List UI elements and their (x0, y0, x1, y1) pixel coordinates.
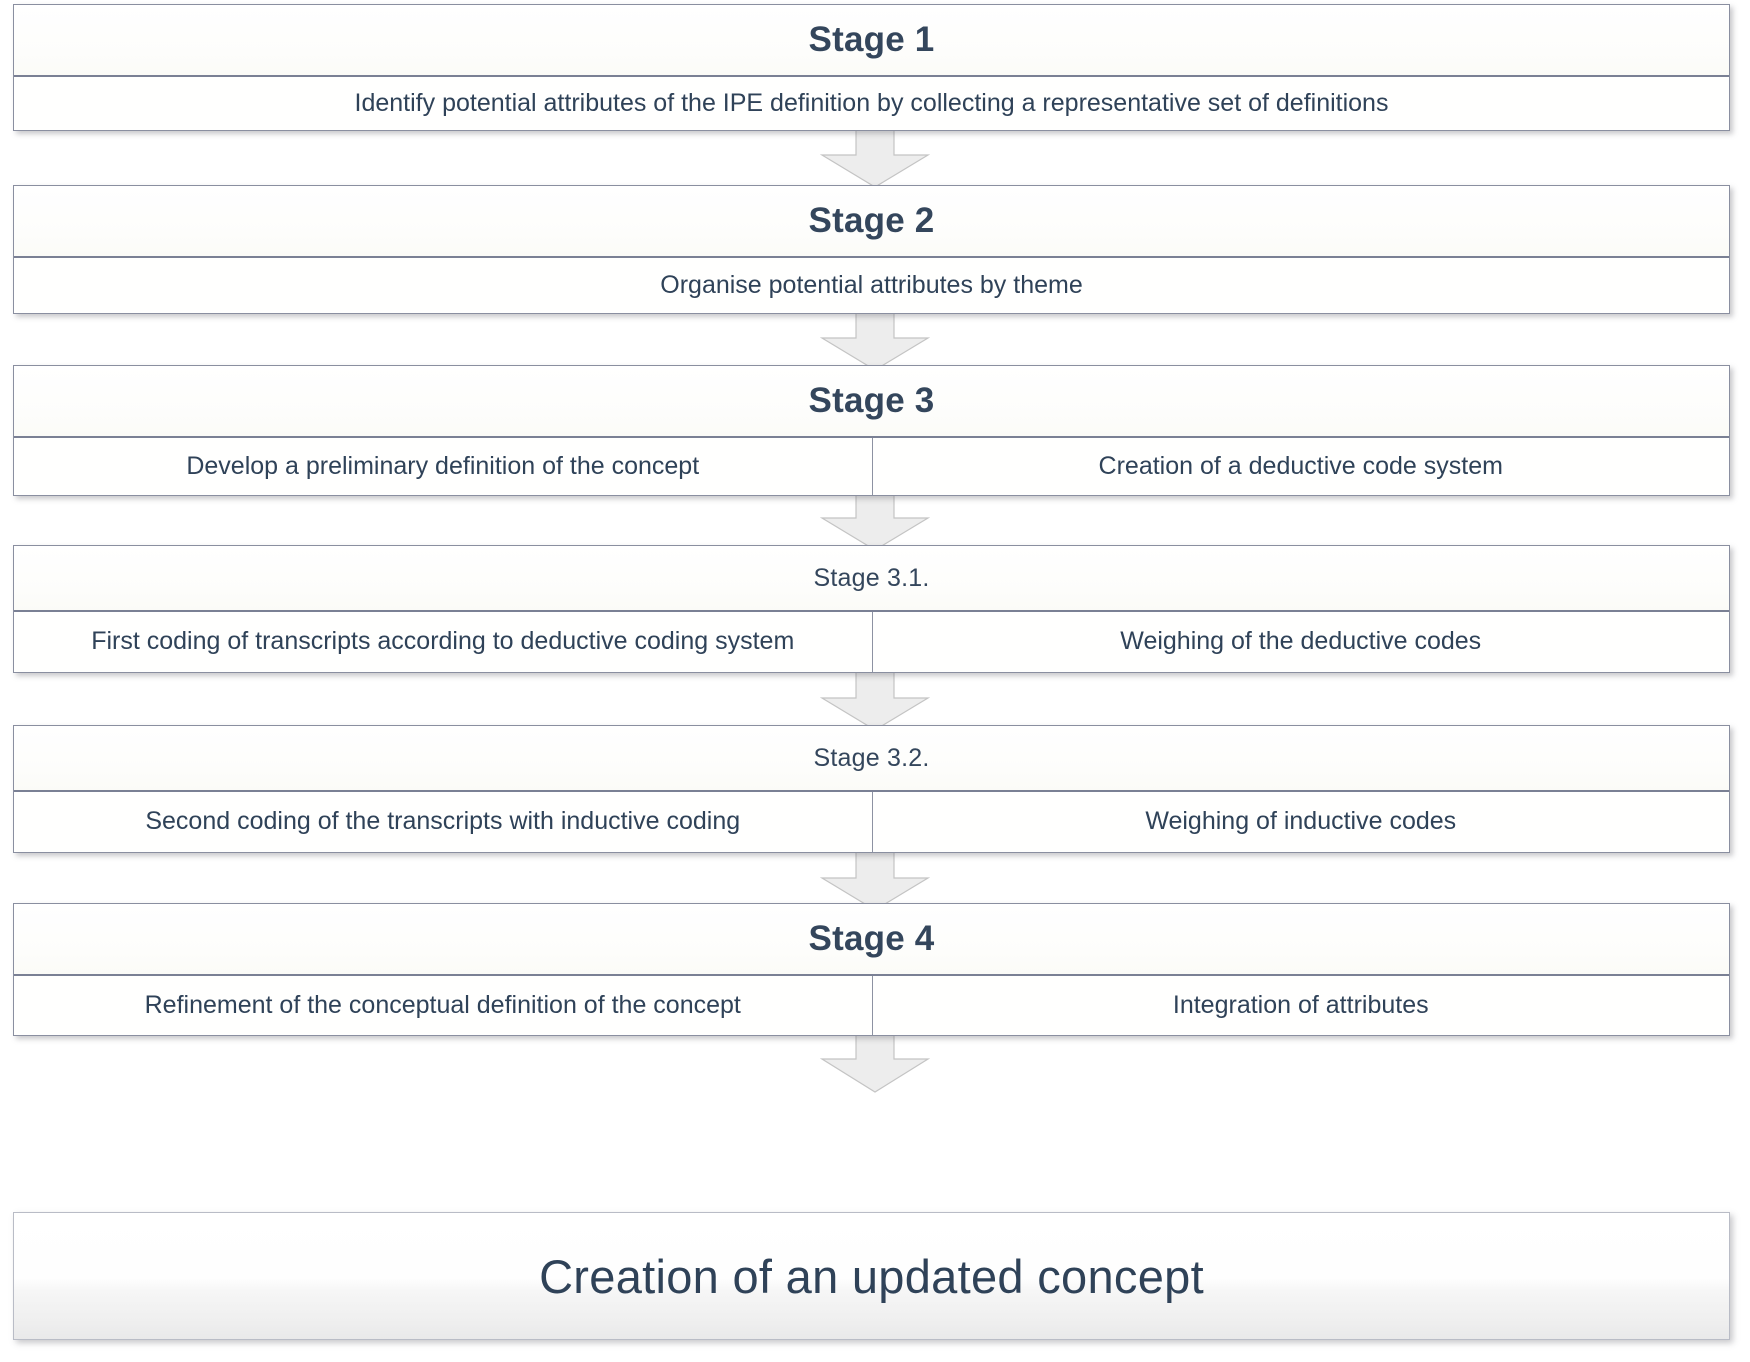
stage-1-cell-1-label: Identify potential attributes of the IPE… (354, 88, 1389, 117)
stage-4-cell-2: Integration of attributes (871, 976, 1730, 1035)
stage-3-1-heading: Stage 3.1. (14, 546, 1729, 612)
stage-3-cell-2: Creation of a deductive code system (871, 438, 1730, 495)
stage-2-heading-label: Stage 2 (808, 201, 935, 240)
stage-3-heading-label: Stage 3 (808, 381, 935, 420)
stage-block-4: Stage 4 Refinement of the conceptual def… (13, 903, 1730, 1036)
stage-block-2: Stage 2 Organise potential attributes by… (13, 185, 1730, 314)
stage-4-body: Refinement of the conceptual definition … (14, 976, 1729, 1035)
stage-3-1-cell-2-label: Weighing of the deductive codes (1120, 627, 1482, 656)
stage-block-3-2: Stage 3.2. Second coding of the transcri… (13, 725, 1730, 853)
stage-1-body: Identify potential attributes of the IPE… (14, 77, 1729, 130)
stage-block-3-1: Stage 3.1. First coding of transcripts a… (13, 545, 1730, 673)
stage-2-heading: Stage 2 (14, 186, 1729, 258)
stage-2-cell-1-label: Organise potential attributes by theme (660, 270, 1083, 299)
stage-3-1-heading-label: Stage 3.1. (813, 563, 930, 592)
stage-3-2-cell-1-label: Second coding of the transcripts with in… (145, 807, 741, 836)
stage-3-cell-1: Develop a preliminary definition of the … (14, 438, 872, 495)
arrow-stage3-2-to-stage4 (820, 852, 930, 912)
final-concept-label: Creation of an updated concept (539, 1249, 1204, 1303)
stage-3-2-cell-2: Weighing of inductive codes (871, 792, 1730, 852)
stage-3-2-heading-label: Stage 3.2. (813, 743, 930, 772)
stage-3-cell-1-label: Develop a preliminary definition of the … (186, 451, 700, 480)
stage-3-1-cell-1: First coding of transcripts according to… (14, 612, 872, 672)
stage-block-3: Stage 3 Develop a preliminary definition… (13, 365, 1730, 496)
stage-3-1-body: First coding of transcripts according to… (14, 612, 1729, 672)
stage-3-body: Develop a preliminary definition of the … (14, 438, 1729, 495)
stage-2-body: Organise potential attributes by theme (14, 258, 1729, 313)
stage-3-cell-2-label: Creation of a deductive code system (1098, 451, 1503, 480)
stage-3-2-cell-2-label: Weighing of inductive codes (1145, 807, 1457, 836)
stage-block-1: Stage 1 Identify potential attributes of… (13, 4, 1730, 131)
stage-4-cell-1-label: Refinement of the conceptual definition … (144, 990, 741, 1019)
stage-1-cell-1: Identify potential attributes of the IPE… (14, 77, 1729, 130)
arrow-stage3-to-stage3-1 (820, 492, 930, 552)
stage-1-heading-label: Stage 1 (808, 20, 935, 59)
stage-3-heading: Stage 3 (14, 366, 1729, 438)
stage-4-cell-1: Refinement of the conceptual definition … (14, 976, 872, 1035)
stage-3-1-cell-2: Weighing of the deductive codes (871, 612, 1730, 672)
stage-1-heading: Stage 1 (14, 5, 1729, 77)
arrow-stage2-to-stage3 (820, 312, 930, 372)
stage-3-2-body: Second coding of the transcripts with in… (14, 792, 1729, 852)
stage-3-2-cell-1: Second coding of the transcripts with in… (14, 792, 872, 852)
stage-3-2-heading: Stage 3.2. (14, 726, 1729, 792)
stage-4-heading: Stage 4 (14, 904, 1729, 976)
stage-3-1-cell-1-label: First coding of transcripts according to… (91, 627, 795, 656)
arrow-stage4-to-final (820, 1032, 930, 1094)
stage-2-cell-1: Organise potential attributes by theme (14, 258, 1729, 313)
stage-4-heading-label: Stage 4 (808, 919, 935, 958)
stage-4-cell-2-label: Integration of attributes (1172, 990, 1429, 1019)
arrow-stage3-1-to-stage3-2 (820, 672, 930, 732)
final-concept-block: Creation of an updated concept (13, 1212, 1730, 1340)
arrow-stage1-to-stage2 (820, 129, 930, 189)
